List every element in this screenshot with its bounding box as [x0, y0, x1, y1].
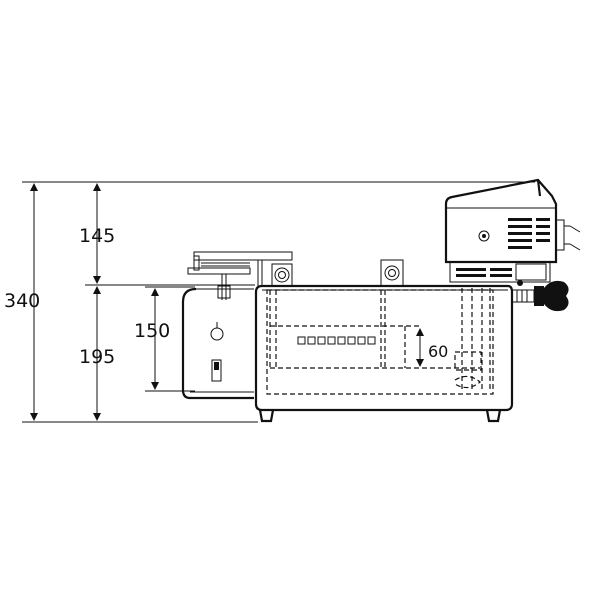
hidden-heater-row — [297, 336, 376, 345]
center-clamp-knob — [380, 259, 404, 287]
hidden-shaft — [454, 288, 491, 392]
tightening-handle — [511, 280, 569, 312]
motor-screw-icon — [478, 230, 490, 242]
side-control-box — [181, 287, 254, 400]
extension-lines — [22, 181, 535, 423]
toggle-switch-icon — [211, 359, 222, 382]
dimension-label-150: 150 — [134, 320, 170, 342]
motor-vent-grille — [508, 218, 550, 249]
left-clamp-knob — [271, 263, 293, 287]
top-bracket — [187, 251, 293, 300]
main-housing — [254, 284, 514, 412]
dimension-label-195: 195 — [79, 346, 115, 368]
dimension-label-60: 60 — [428, 342, 448, 361]
motor-lower-grille — [449, 261, 551, 283]
dimension-label-145: 145 — [79, 225, 115, 247]
knob-icon — [210, 322, 224, 341]
dimension-label-340: 340 — [4, 290, 40, 312]
housing-feet — [258, 409, 502, 423]
motor-head — [444, 178, 581, 264]
hidden-inner-tank — [266, 289, 494, 395]
